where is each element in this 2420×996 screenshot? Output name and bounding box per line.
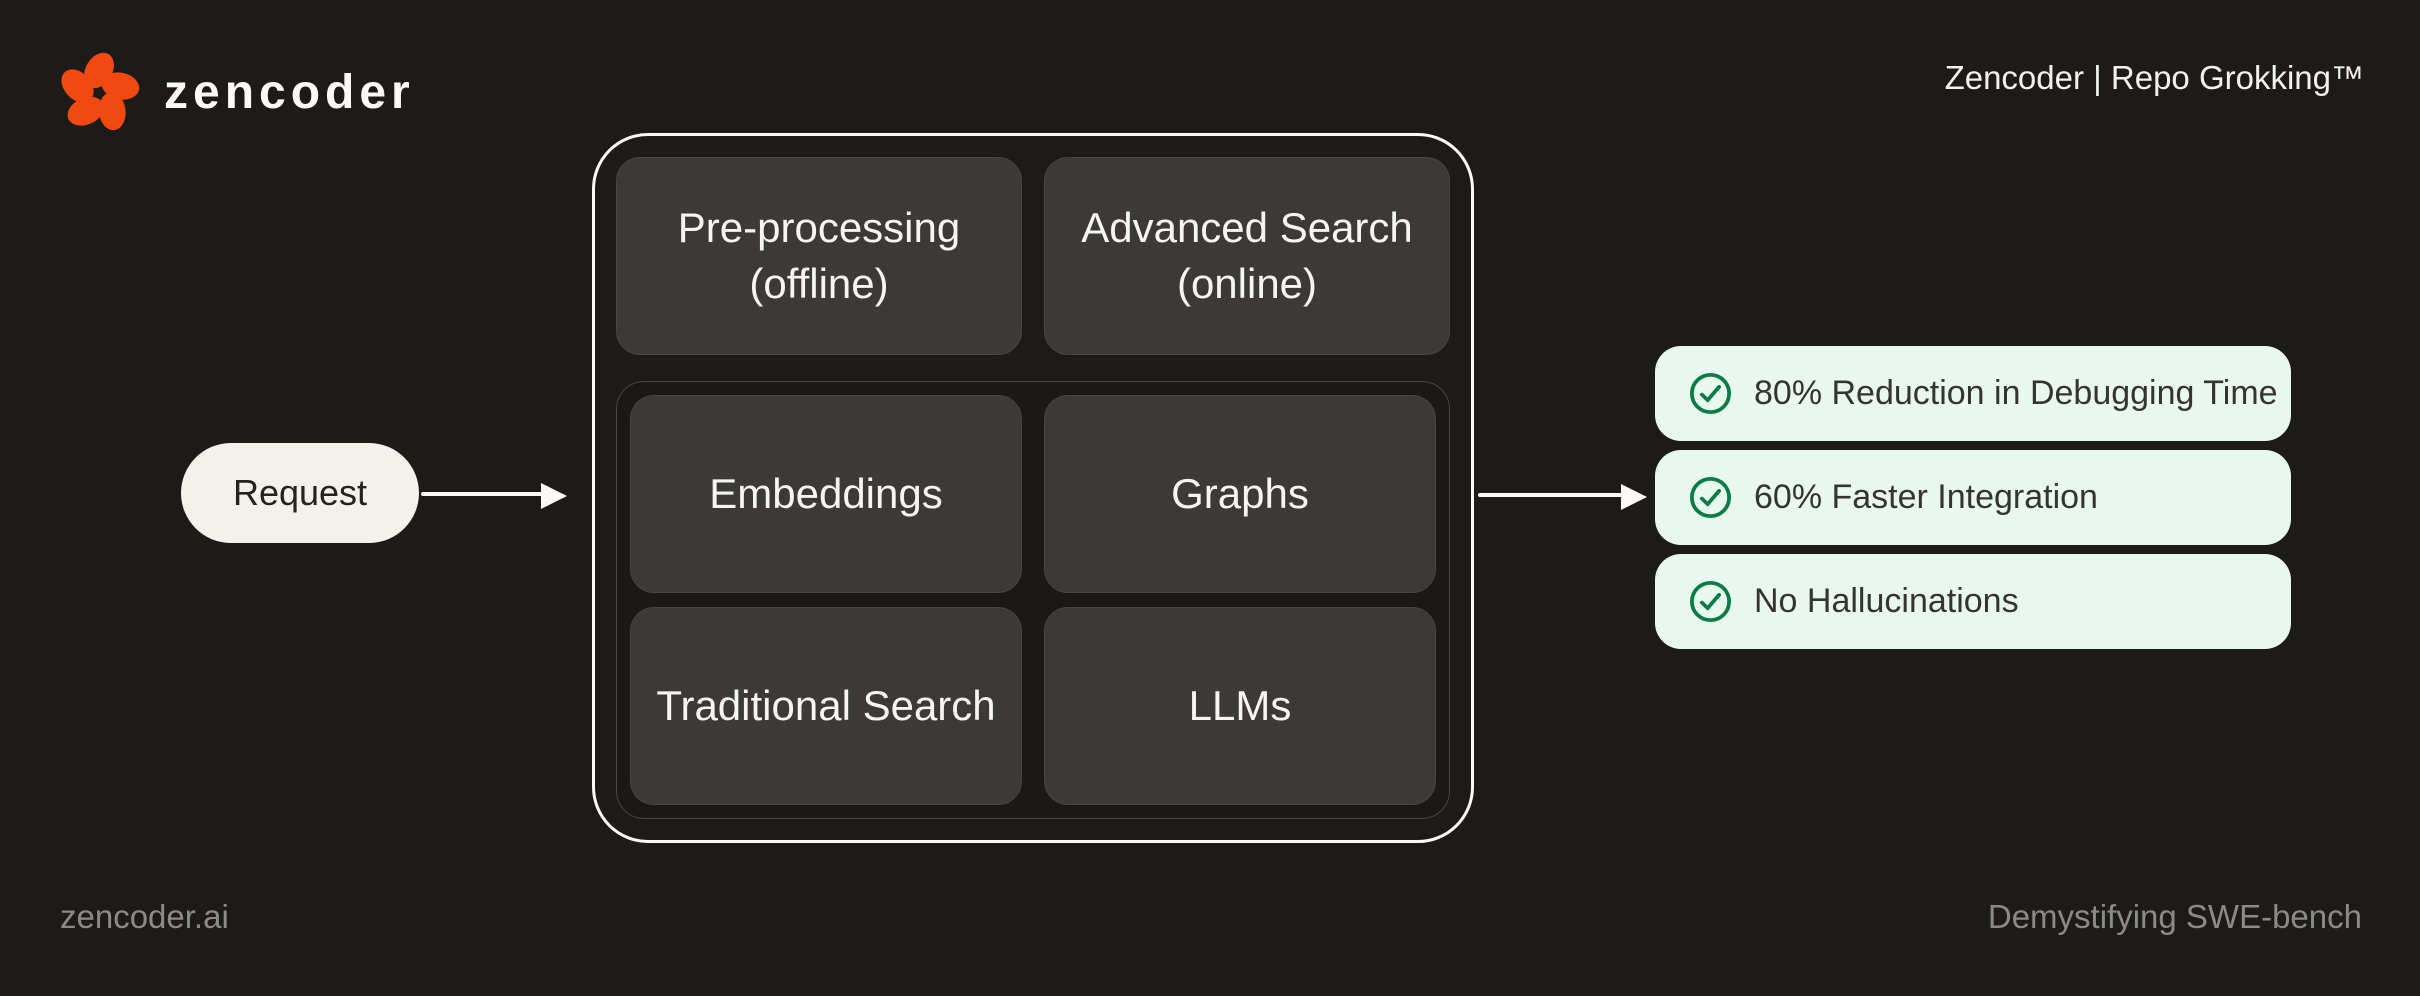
benefit-no-hallucinations: No Hallucinations	[1655, 554, 2291, 649]
node-label-line1: Advanced Search	[1081, 204, 1413, 251]
check-circle-icon	[1689, 580, 1732, 623]
node-label-line1: Pre-processing	[677, 204, 961, 251]
node-label: Graphs	[1171, 470, 1309, 517]
arrow-box-to-benefits	[1478, 493, 1624, 497]
node-label: Embeddings	[709, 470, 943, 517]
footer-caption: Demystifying SWE-bench	[1987, 898, 2362, 935]
benefit-label: No Hallucinations	[1754, 582, 2019, 620]
footer-site-url: zencoder.ai	[60, 898, 229, 935]
system-inner-grid: Embeddings Graphs Traditional Search LLM…	[630, 395, 1436, 805]
node-traditional-search: Traditional Search	[630, 607, 1022, 805]
arrow-box-to-benefits-head	[1621, 484, 1647, 510]
benefit-faster-integration: 60% Faster Integration	[1655, 450, 2291, 545]
node-label-line2: (online)	[1176, 260, 1318, 307]
system-inner-container: Embeddings Graphs Traditional Search LLM…	[616, 381, 1450, 819]
check-circle-icon	[1689, 372, 1732, 415]
system-top-row: Pre-processing (offline) Advanced Search…	[616, 157, 1450, 355]
benefit-label: 80% Reduction in Debugging Time	[1754, 374, 2278, 412]
request-label: Request	[232, 472, 368, 513]
benefits-list: 80% Reduction in Debugging Time 60% Fast…	[1655, 346, 2291, 649]
node-label: Traditional Search	[656, 682, 996, 729]
node-embeddings: Embeddings	[630, 395, 1022, 593]
zencoder-logo: zencoder	[58, 52, 415, 134]
header-product-label: Zencoder | Repo Grokking™	[1944, 59, 2364, 96]
logo-wordmark: zencoder	[164, 66, 415, 119]
node-graphs: Graphs	[1044, 395, 1436, 593]
repo-grokking-system-box: Pre-processing (offline) Advanced Search…	[592, 133, 1474, 843]
arrow-request-to-box	[421, 492, 543, 496]
benefit-label: 60% Faster Integration	[1754, 478, 2098, 516]
node-label: LLMs	[1188, 682, 1292, 729]
node-pre-processing: Pre-processing (offline)	[616, 157, 1022, 355]
node-label-line2: (offline)	[749, 260, 889, 307]
node-llms: LLMs	[1044, 607, 1436, 805]
request-node: Request	[181, 443, 419, 543]
node-advanced-search: Advanced Search (online)	[1044, 157, 1450, 355]
check-circle-icon	[1689, 476, 1732, 519]
zencoder-flower-icon	[61, 52, 140, 131]
arrow-request-to-box-head	[541, 483, 567, 509]
benefit-debugging-time: 80% Reduction in Debugging Time	[1655, 346, 2291, 441]
